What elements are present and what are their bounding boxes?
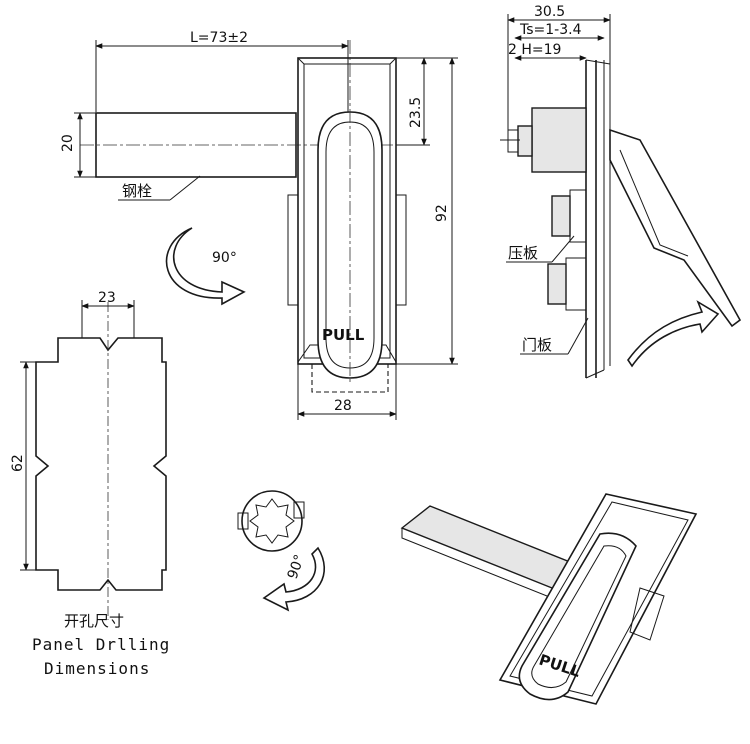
front-pull-text: PULL <box>322 326 365 344</box>
open-handle <box>609 128 742 328</box>
lock-cylinder <box>531 107 587 173</box>
cam-rotation-label: 90° <box>285 553 309 582</box>
dim-cutout-width: 23 <box>98 290 116 306</box>
dim-length: L=73±2 <box>190 30 248 46</box>
rotation-arrow <box>165 227 246 306</box>
dim-bar-height: 20 <box>60 134 76 152</box>
dim-h: 2 H=19 <box>508 42 561 58</box>
panel-cutout: 23 62 开孔尺寸 Panel Drlling Dimensions <box>10 290 170 678</box>
dim-height: 92 <box>434 204 450 222</box>
cam-view: 90° <box>237 490 325 612</box>
dim-cutout-height: 62 <box>10 454 26 472</box>
dim-overall: 30.5 <box>534 4 565 20</box>
iso-handle <box>518 532 637 701</box>
front-view: PULL L=73±2 20 23.5 92 28 钢栓 90° <box>60 30 458 420</box>
steel-bar-label: 钢栓 <box>122 182 152 200</box>
cutout-title-en-1: Panel Drlling <box>32 635 170 654</box>
side-view: 30.5 Ts=1-3.4 2 H=19 压板 门板 <box>500 4 742 379</box>
side-rotation-arrow <box>627 300 720 368</box>
front-rotation-label: 90° <box>212 250 237 266</box>
pull-handle <box>317 111 383 379</box>
pressure-plate-label: 压板 <box>508 244 538 262</box>
iso-view: PULL <box>400 493 698 705</box>
cutout-title-cn: 开孔尺寸 <box>64 612 124 630</box>
cam-rotation-arrow <box>262 546 325 612</box>
dim-top-offset: 23.5 <box>408 97 424 128</box>
door-plate-label: 门板 <box>522 336 552 354</box>
dim-width: 28 <box>334 398 352 414</box>
cutout-title-en-2: Dimensions <box>44 659 150 678</box>
dim-thickness: Ts=1-3.4 <box>519 22 582 38</box>
